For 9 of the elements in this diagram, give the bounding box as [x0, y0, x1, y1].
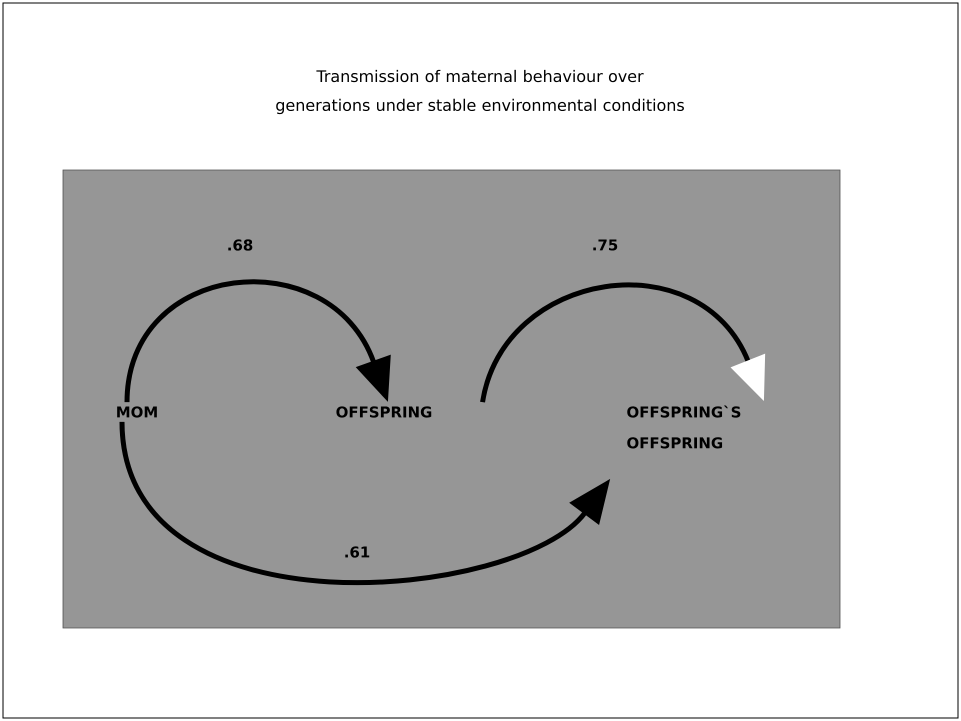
curved-arrow — [124, 280, 391, 402]
edge-label: .75 — [593, 239, 618, 251]
node-label: OFFSPRING — [336, 406, 432, 418]
curved-arrow — [480, 282, 766, 403]
node-label: OFFSPRING`S OFFSPRING — [627, 405, 740, 449]
node-label: MOM — [117, 406, 157, 418]
edge-label: .61 — [345, 546, 370, 558]
title: Transmission of maternal behaviour over generations under stable environmental conditions — [276, 70, 684, 114]
edge-label: .68 — [228, 239, 252, 251]
